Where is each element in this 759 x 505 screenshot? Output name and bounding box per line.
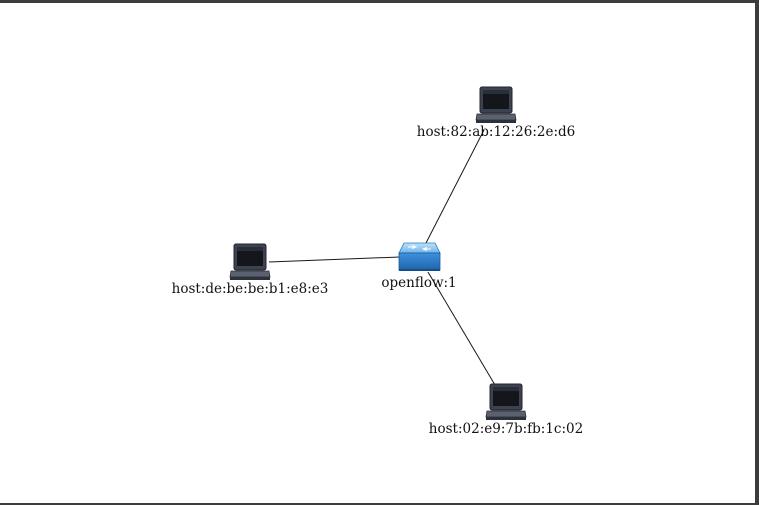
laptop-icon[interactable]	[229, 243, 271, 281]
host-label: host:de:be:be:b1:e8:e3	[171, 281, 329, 297]
link-switch-to-host-82ab	[425, 129, 485, 244]
switch-label: openflow:1	[381, 275, 457, 291]
host-label: host:82:ab:12:26:2e:d6	[416, 124, 576, 140]
host-label: host:02:e9:7b:fb:1c:02	[428, 421, 584, 437]
link-switch-to-host-02e9	[427, 271, 496, 386]
laptop-icon[interactable]	[475, 86, 517, 124]
link-switch-to-host-debe	[268, 256, 401, 263]
laptop-icon[interactable]	[485, 383, 527, 421]
switch-icon[interactable]	[398, 241, 441, 273]
